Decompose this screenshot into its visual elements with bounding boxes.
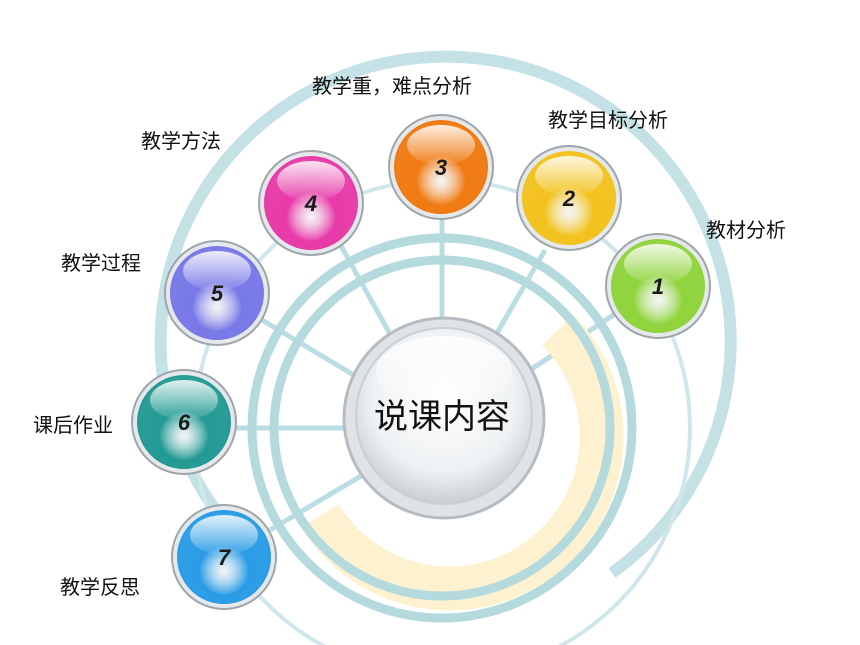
node-1-number: 1 — [652, 274, 664, 299]
nodes-layer: 1 2 3 4 5 6 7 — [131, 114, 711, 610]
outer-ring — [154, 50, 737, 578]
node-2-gloss — [535, 156, 603, 196]
node-5[interactable]: 5 — [164, 240, 270, 346]
node-2[interactable]: 2 — [516, 145, 622, 251]
node-6[interactable]: 6 — [131, 369, 237, 475]
label-node-5: 教学过程 — [61, 251, 141, 275]
center-label: 说课内容 — [374, 397, 510, 437]
node-4-gloss — [277, 161, 345, 201]
inner-ring-outer — [247, 233, 637, 623]
center-hub[interactable]: 说课内容 — [342, 316, 546, 520]
node-1[interactable]: 1 — [605, 233, 711, 339]
highlight-band-arc — [301, 314, 624, 611]
node-5-number: 5 — [211, 281, 224, 306]
node-3[interactable]: 3 — [388, 114, 494, 220]
label-node-7: 教学反思 — [60, 575, 140, 599]
node-4[interactable]: 4 — [258, 150, 364, 256]
node-3-number: 3 — [435, 155, 447, 180]
node-5-gloss — [183, 251, 251, 291]
node-1-gloss — [624, 244, 692, 284]
label-node-1: 教材分析 — [706, 218, 786, 242]
node-3-gloss — [407, 125, 475, 165]
node-6-number: 6 — [178, 410, 191, 435]
node-7[interactable]: 7 — [171, 504, 277, 610]
node-7-gloss — [190, 515, 258, 555]
label-node-2: 教学目标分析 — [548, 108, 668, 132]
label-node-6: 课后作业 — [33, 413, 113, 437]
inner-ring-inner — [269, 255, 615, 601]
node-4-number: 4 — [304, 191, 317, 216]
label-node-4: 教学方法 — [141, 129, 221, 153]
label-node-3: 教学重，难点分析 — [312, 74, 472, 98]
node-6-gloss — [150, 380, 218, 420]
node-2-number: 2 — [562, 186, 576, 211]
node-7-number: 7 — [218, 545, 232, 570]
